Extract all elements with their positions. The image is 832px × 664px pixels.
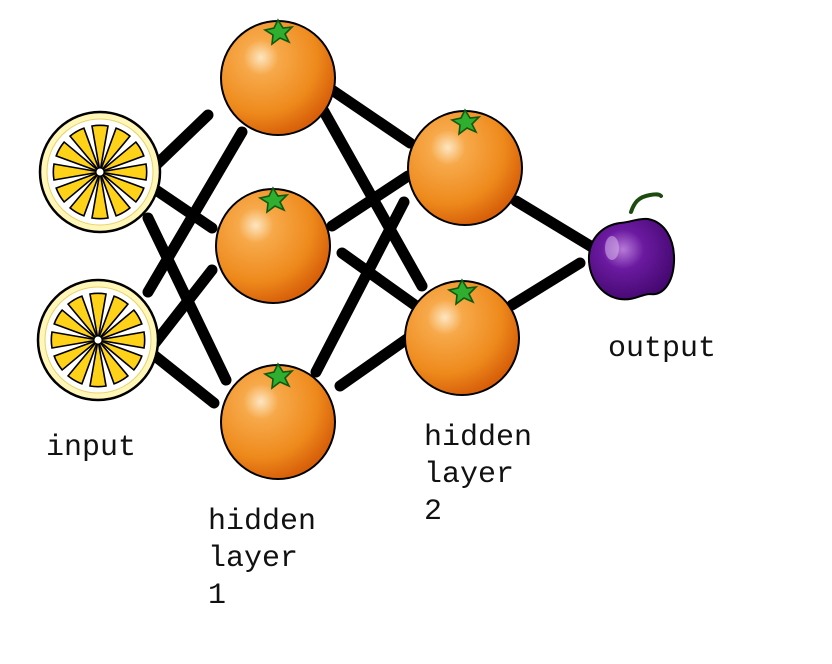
label-line: 2: [424, 495, 443, 529]
label-line: hidden: [208, 505, 317, 539]
connections: [142, 84, 598, 409]
hidden-layer-2: [404, 109, 523, 396]
hidden-layer-1: [215, 19, 336, 480]
edge: [326, 170, 414, 232]
edge: [326, 84, 416, 149]
label-line: layer: [208, 542, 299, 576]
plum-icon: [587, 192, 676, 301]
edge: [147, 182, 218, 234]
orange-icon: [404, 279, 520, 396]
edge: [334, 328, 420, 392]
orange-icon: [220, 19, 336, 136]
hidden-layer-1-label: hidden layer 1: [208, 504, 316, 615]
edge: [310, 196, 410, 378]
orange-icon: [220, 363, 336, 480]
edge: [149, 109, 214, 172]
hidden-layer-2-label: hidden layer 2: [424, 420, 532, 531]
orange-icon: [407, 109, 523, 226]
edge: [336, 247, 432, 319]
label-line: 1: [208, 579, 227, 613]
output-label: output: [608, 332, 717, 366]
output-layer: [587, 192, 676, 301]
lemon-slice-icon: [38, 110, 162, 234]
label-line: layer: [424, 458, 515, 492]
edge: [510, 195, 598, 253]
lemon-slice-icon: [36, 278, 160, 402]
edge: [144, 346, 220, 409]
orange-icon: [215, 187, 331, 304]
input-layer: [36, 110, 162, 402]
edge: [142, 126, 248, 298]
label-line: hidden: [424, 421, 533, 455]
input-label: input: [46, 431, 137, 465]
edge: [506, 257, 586, 311]
